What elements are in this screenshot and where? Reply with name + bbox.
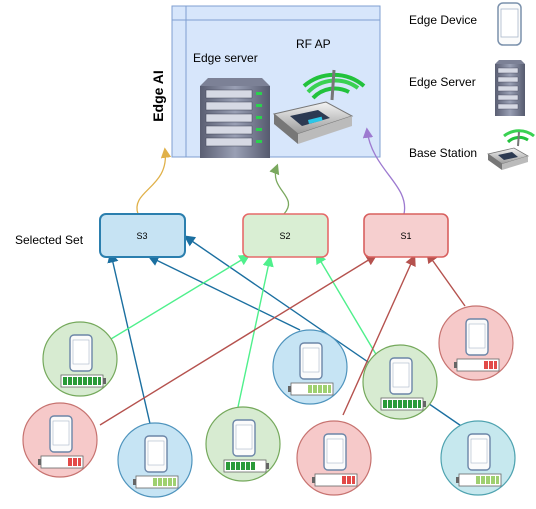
phone-icon bbox=[465, 318, 489, 356]
set-box-s3: S3 bbox=[99, 213, 186, 258]
battery-icon bbox=[454, 358, 500, 372]
set-s2-label: S2 bbox=[279, 231, 290, 241]
set-box-s1: S1 bbox=[363, 213, 449, 258]
phone-icon bbox=[299, 342, 323, 380]
phone-icon bbox=[49, 415, 73, 453]
battery-icon bbox=[38, 455, 84, 469]
connections bbox=[99, 235, 471, 433]
legend-edge-device-icon bbox=[497, 2, 522, 46]
edge-device-5 bbox=[272, 329, 348, 405]
phone-icon bbox=[69, 334, 93, 372]
edge-server-icon bbox=[200, 78, 270, 158]
battery-icon bbox=[223, 459, 269, 473]
edge-device-8 bbox=[296, 420, 372, 496]
edge-device-9 bbox=[440, 420, 516, 496]
edge-device-3 bbox=[438, 305, 514, 381]
edge-ai-title: Edge AI bbox=[150, 70, 166, 122]
arrow-s1-to-edge-ai bbox=[362, 127, 406, 215]
edge-server-label: Edge server bbox=[193, 51, 258, 65]
legend-edge-server-icon bbox=[495, 60, 525, 116]
edge-device-7 bbox=[117, 422, 193, 498]
link-device3-s1 bbox=[426, 251, 466, 307]
selected-set-label: Selected Set bbox=[15, 233, 84, 247]
link-device1-s2 bbox=[105, 254, 251, 343]
link-device4-s2 bbox=[237, 255, 274, 408]
edge-device-4 bbox=[205, 406, 281, 482]
set-s1-label: S1 bbox=[400, 231, 411, 241]
rf-ap-router-icon bbox=[272, 69, 366, 144]
legend-edge-device-label: Edge Device bbox=[409, 13, 477, 27]
set-s3-label: S3 bbox=[136, 231, 147, 241]
phone-icon bbox=[144, 435, 168, 473]
link-device8-s1 bbox=[342, 254, 416, 416]
battery-icon bbox=[456, 473, 502, 487]
edge-device-2 bbox=[22, 402, 98, 478]
battery-icon bbox=[380, 397, 426, 411]
legend-edge-server-label: Edge Server bbox=[409, 75, 476, 89]
battery-icon bbox=[60, 374, 106, 388]
set-box-s2: S2 bbox=[242, 213, 329, 258]
link-device2-s1 bbox=[99, 254, 378, 426]
phone-icon bbox=[467, 433, 491, 471]
rf-ap-label: RF AP bbox=[296, 37, 331, 51]
edge-device-6 bbox=[362, 344, 438, 420]
phone-icon bbox=[389, 357, 413, 395]
edge-device-1 bbox=[42, 321, 118, 397]
battery-icon bbox=[288, 382, 334, 396]
arrow-s3-to-edge-ai bbox=[136, 147, 172, 215]
phone-icon bbox=[232, 419, 256, 457]
legend-base-station-label: Base Station bbox=[409, 146, 477, 160]
battery-icon bbox=[312, 473, 358, 487]
link-device6-s2 bbox=[315, 252, 378, 357]
link-device7-s3 bbox=[107, 251, 152, 429]
phone-icon bbox=[323, 433, 347, 471]
battery-icon bbox=[133, 475, 179, 489]
link-device5-s3 bbox=[147, 255, 301, 331]
arrow-s2-to-edge-ai bbox=[269, 163, 290, 215]
legend-base-station-icon bbox=[487, 129, 535, 170]
